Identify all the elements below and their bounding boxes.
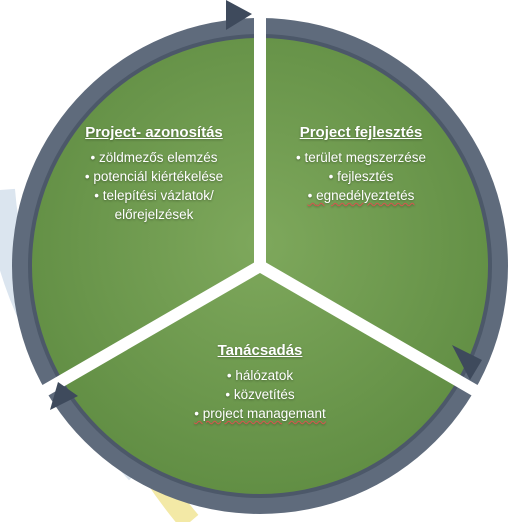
- segment-left: Project- azonosítás zöldmezős elemzés po…: [56, 123, 252, 224]
- list-item: terület megszerzése: [278, 148, 444, 167]
- list-item: fejlesztés: [278, 167, 444, 186]
- list-item: hálózatok: [150, 366, 370, 385]
- list-item: zöldmezős elemzés: [56, 148, 252, 167]
- segment-items: terület megszerzése fejlesztés egnedélye…: [278, 148, 444, 205]
- segment-title: Tanácsadás: [217, 342, 303, 359]
- arrow-head-left: [50, 382, 78, 410]
- divider-left: [28, 260, 264, 404]
- list-item: egnedélyeztetés: [278, 186, 444, 205]
- list-item: project managemant: [150, 404, 370, 423]
- segment-bottom: Tanácsadás hálózatok közvetítés project …: [150, 341, 370, 423]
- arrow-head-top: [226, 0, 252, 30]
- list-item: potenciál kiértékelése: [56, 167, 252, 186]
- arrow-head-right: [452, 345, 482, 380]
- divider-right: [256, 260, 492, 404]
- segment-title: Project- azonosítás: [85, 124, 223, 141]
- segment-items: hálózatok közvetítés project managemant: [150, 366, 370, 423]
- list-item: közvetítés: [150, 385, 370, 404]
- segment-title: Project fejlesztés: [299, 124, 423, 141]
- segment-items: zöldmezős elemzés potenciál kiértékelése…: [56, 148, 252, 224]
- list-item: telepítési vázlatok/ előrejelzések: [56, 186, 252, 224]
- segment-right: Project fejlesztés terület megszerzése f…: [278, 123, 444, 205]
